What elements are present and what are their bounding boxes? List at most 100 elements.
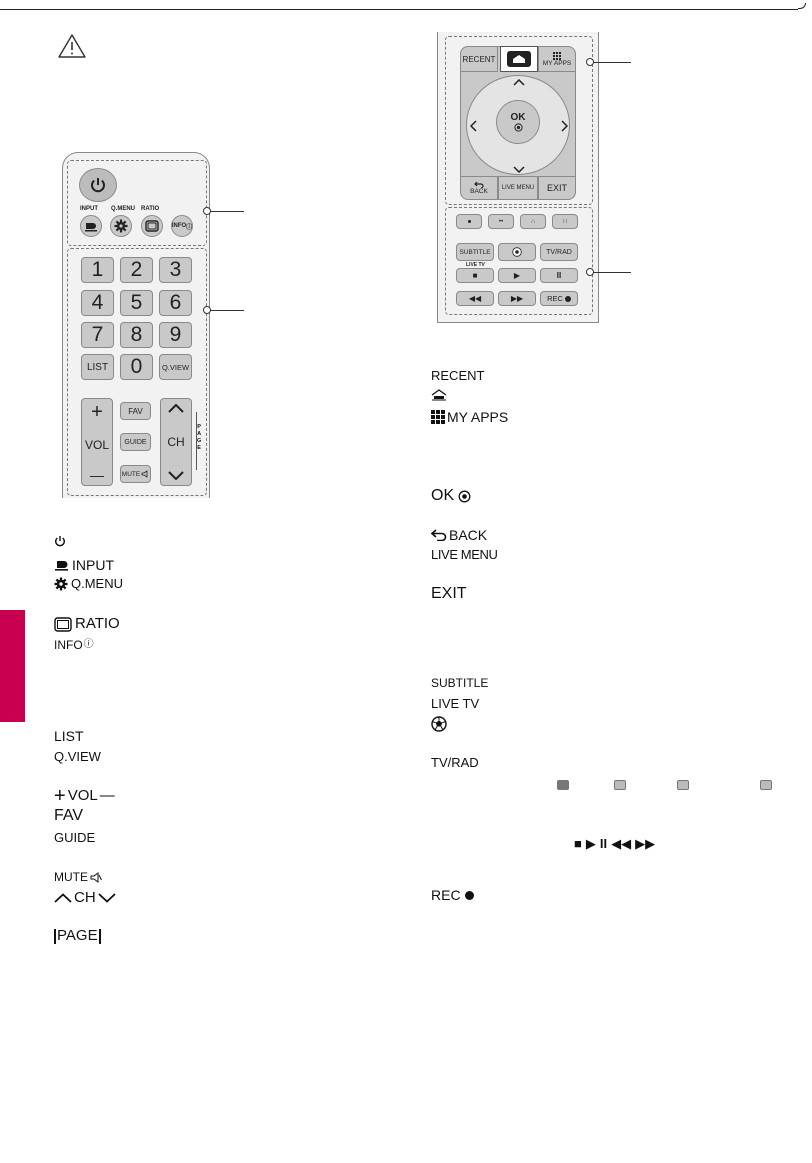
rewind-button[interactable]: ◀◀ [456,291,494,306]
callout-leader-4 [591,272,631,273]
my-apps-button[interactable]: MY APPS [538,46,576,72]
qview-button[interactable]: Q.VIEW [159,354,192,380]
green-color-button[interactable]: •• [488,214,514,229]
guide-button[interactable]: GUIDE [120,433,151,451]
label-ratio: RATIO [54,616,120,632]
page-letter-e: E [197,445,201,451]
label-fav-text: FAV [54,807,84,824]
ok-button[interactable]: OK [496,100,540,144]
chevron-up-icon [54,893,72,903]
digit-5-button[interactable]: 5 [120,290,153,316]
live-menu-button[interactable]: LIVE MENU [498,176,538,200]
label-subtitle-text: SUBTITLE [431,676,489,690]
subtitle-button[interactable]: SUBTITLE [456,243,494,261]
input-button[interactable] [80,215,102,237]
power-button[interactable] [79,168,117,202]
ratio-button-caption: RATIO [141,206,160,212]
gear-icon [114,219,128,233]
label-qmenu: Q.MENU [54,576,123,592]
football-button[interactable] [498,243,536,261]
fast-forward-icon: ▶▶ [635,836,656,851]
ratio-button[interactable] [141,215,163,237]
label-page-text: PAGE [57,927,98,944]
record-dot-icon [464,890,474,900]
page-side-line [196,412,197,470]
qmenu-button-caption: Q.MENU [111,206,135,212]
label-ok-text: OK [431,487,455,504]
label-channel-text: CH [74,889,96,906]
label-exit: EXIT [431,586,467,602]
plus-icon: + [54,785,66,807]
top-rule [0,9,798,10]
label-qmenu-text: Q.MENU [71,576,123,591]
ok-dot-icon [458,490,471,502]
digit-3-button[interactable]: 3 [159,257,192,283]
volume-rocker[interactable]: + VOL — [81,398,113,486]
info-icon: ⓘ [83,639,94,650]
ratio-icon [54,616,72,632]
qmenu-button[interactable] [110,215,132,237]
my-apps-button-text: MY APPS [542,59,572,67]
chevron-down-icon [98,893,116,903]
label-guide: GUIDE [54,830,95,846]
digit-0-button[interactable]: 0 [120,354,153,380]
football-icon [431,716,447,732]
home-button[interactable] [500,46,538,72]
ok-button-text: OK [510,112,526,123]
pause-button[interactable]: II [540,268,578,283]
label-subtitle: SUBTITLE [431,675,488,691]
volume-down-label: — [90,467,104,483]
dpad-down-icon [513,166,525,173]
callout-dot-3 [586,58,594,66]
digit-9-button[interactable]: 9 [159,322,192,348]
digit-7-button[interactable]: 7 [81,322,114,348]
channel-rocker[interactable]: CH [160,398,192,486]
label-input-text: INPUT [72,557,114,573]
list-button[interactable]: LIST [81,354,114,380]
digit-4-button[interactable]: 4 [81,290,114,316]
gear-icon [54,577,68,591]
digit-6-button[interactable]: 6 [159,290,192,316]
callout-area-color-group [445,207,593,315]
info-button-text: INFO [171,223,187,229]
label-ok: OK [431,488,471,504]
red-color-button[interactable] [456,214,482,229]
label-info-text: INFO [54,638,83,652]
callout-area-number-group [67,248,207,496]
label-rec: REC [431,887,474,903]
digit-8-button[interactable]: 8 [120,322,153,348]
page-right-bar [98,928,101,944]
back-button-text: BACK [470,188,488,195]
blue-color-button[interactable]: ∷ [552,214,578,229]
ratio-icon [145,220,159,232]
rec-button[interactable]: REC [540,291,578,306]
back-button[interactable]: BACK [460,176,498,200]
label-home [431,389,447,401]
fast-forward-button[interactable]: ▶▶ [498,291,536,306]
stop-button[interactable]: ■ [456,268,494,283]
label-guide-text: GUIDE [54,830,96,845]
exit-button[interactable]: EXIT [538,176,576,200]
chevron-down-icon [168,471,184,480]
fav-button[interactable]: FAV [120,402,151,420]
volume-label: VOL [84,438,109,452]
digit-1-button[interactable]: 1 [81,257,114,283]
label-tv-rad-text: TV/RAD [431,755,479,770]
live-tv-caption: LIVE TV [466,262,485,268]
page-letter-a: A [197,431,202,437]
mute-button[interactable]: MUTE [120,465,151,483]
recent-button[interactable]: RECENT [460,46,498,72]
top-rule-end [798,3,806,9]
dpad-left-icon [470,120,477,132]
play-button[interactable]: ▶ [498,268,536,283]
yellow-color-button-symbol [677,780,689,790]
yellow-color-button[interactable]: ∴ [520,214,546,229]
digit-2-button[interactable]: 2 [120,257,153,283]
green-color-button-symbol [614,780,626,790]
callout-dot-1 [203,207,211,215]
label-list: LIST [54,728,84,744]
tv-rad-button[interactable]: TV/RAD [540,243,578,261]
label-qview: Q.VIEW [54,749,101,765]
